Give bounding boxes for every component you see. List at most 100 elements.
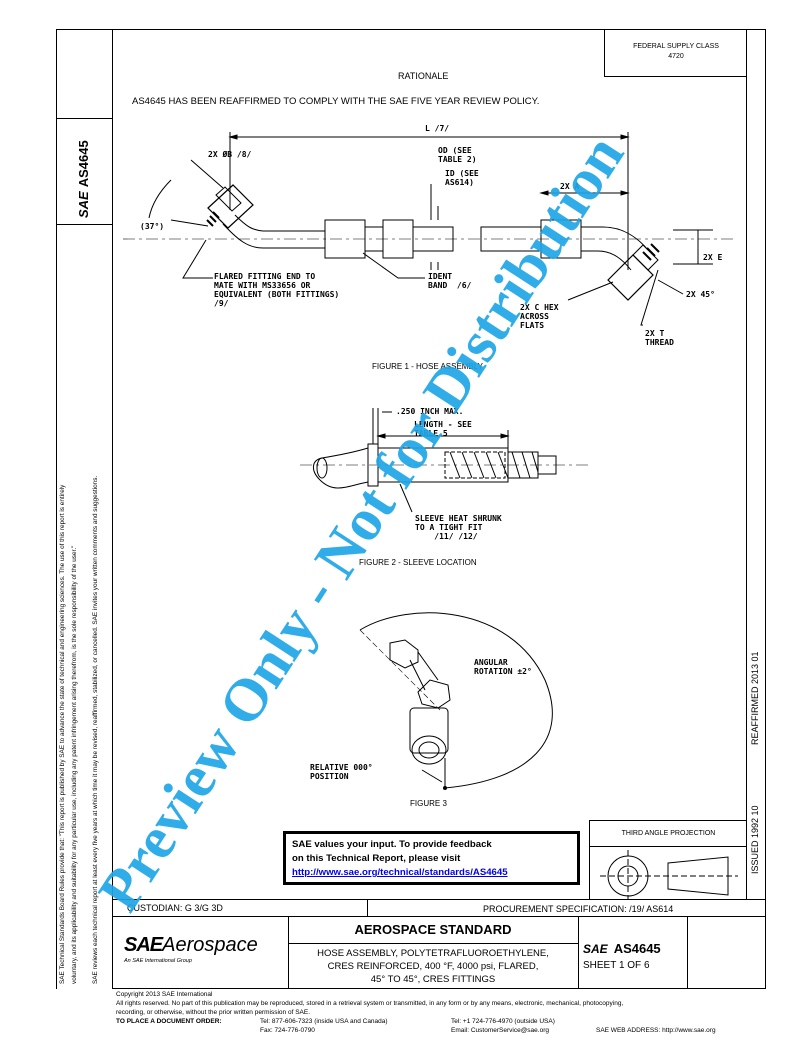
procurement-spec: PROCUREMENT SPECIFICATION: /19/ AS614 bbox=[483, 904, 674, 914]
fig1-left-fitting bbox=[206, 184, 325, 249]
fig3-fitting-body bbox=[409, 707, 449, 754]
footer-copyright: Copyright 2013 SAE International bbox=[116, 991, 213, 998]
feedback-box: SAE values your input. To provide feedba… bbox=[283, 831, 580, 885]
fig3-rotation-arc bbox=[359, 612, 553, 789]
fig3-label-rotation: ANGULAR ROTATION ±2° bbox=[474, 658, 532, 676]
frame-left-divider-1 bbox=[56, 118, 113, 119]
title-block-divider-v1 bbox=[367, 899, 368, 916]
footer-tel-outside: Tel: +1 724-776-4970 (outside USA) bbox=[451, 1018, 555, 1025]
fig1-hex-leader bbox=[567, 281, 614, 301]
title-block-divider-v3 bbox=[578, 916, 579, 989]
side-doc-id: SAE AS4645 bbox=[76, 140, 91, 218]
figure-1-caption: FIGURE 1 - HOSE ASSEMBLY bbox=[372, 362, 483, 371]
fig1-ident-leader bbox=[362, 252, 425, 279]
figure-2-sleeve-location-drawing bbox=[300, 408, 590, 513]
figure-2-caption: FIGURE 2 - SLEEVE LOCATION bbox=[359, 558, 477, 567]
description-line-1: HOSE ASSEMBLY, POLYTETRAFLUOROETHYLENE, bbox=[317, 948, 549, 959]
frame-left-outer bbox=[56, 29, 57, 989]
side-rules-line-3: SAE reviews each technical report at lea… bbox=[92, 475, 99, 984]
logo-sub: An SAE International Group bbox=[124, 958, 192, 964]
projection-divider bbox=[590, 846, 747, 847]
fig1-label-angle: (37°) bbox=[140, 222, 165, 231]
rationale-title: RATIONALE bbox=[398, 71, 449, 81]
standard-description: HOSE ASSEMBLY, POLYTETRAFLUOROETHYLENE, … bbox=[288, 947, 578, 986]
fig1-label-45: 2X 45° bbox=[686, 290, 715, 299]
footer-rights-1: All rights reserved. No part of this pub… bbox=[116, 1000, 624, 1007]
logo-sae: SAE bbox=[124, 934, 163, 956]
fig1-label-thread: 2X T THREAD bbox=[645, 329, 674, 347]
fig1-label-length: L /7/ bbox=[425, 124, 450, 133]
third-angle-projection-symbol bbox=[600, 850, 738, 900]
frame-left-inner bbox=[112, 29, 113, 989]
title-block-divider-h1 bbox=[112, 916, 766, 917]
footer-order-label: TO PLACE A DOCUMENT ORDER: bbox=[116, 1018, 222, 1025]
frame-right-inner bbox=[746, 29, 747, 899]
federal-supply-class-label: FEDERAL SUPPLY CLASS bbox=[633, 43, 719, 50]
fig1-flared-leader bbox=[182, 239, 213, 279]
fig1-right-fitting bbox=[607, 243, 660, 301]
frame-right-outer bbox=[765, 29, 766, 989]
fig1-label-ident: IDENT BAND /6/ bbox=[428, 272, 472, 290]
feedback-line-1: SAE values your input. To provide feedba… bbox=[292, 839, 492, 850]
title-block-divider-h2 bbox=[288, 943, 578, 944]
fig1-angle-arc bbox=[148, 179, 172, 219]
federal-supply-class-box: FEDERAL SUPPLY CLASS 4720 bbox=[604, 29, 747, 77]
logo-aerospace: Aerospace bbox=[162, 934, 258, 956]
fig2-label-sleeve: SLEEVE HEAT SHRUNK TO A TIGHT FIT /11/ /… bbox=[415, 514, 502, 541]
fig1-45-leader bbox=[657, 279, 684, 295]
fig2-hose bbox=[313, 447, 369, 481]
figure-1-hose-assembly-drawing bbox=[123, 132, 733, 326]
footer-fax: Fax: 724-776-0790 bbox=[260, 1027, 315, 1034]
fig1-label-hex: 2X C HEX ACROSS FLATS bbox=[520, 303, 559, 330]
fig1-diameter-leader bbox=[190, 159, 224, 189]
fig1-angle-leader bbox=[170, 219, 209, 227]
footer-tel-inside: Tel: 877-606-7323 (inside USA and Canada… bbox=[260, 1018, 388, 1025]
sheet-number: SHEET 1 OF 6 bbox=[583, 960, 650, 971]
figure-3-rotation-drawing bbox=[359, 612, 553, 790]
issued-date: ISSUED 1992 10 bbox=[750, 805, 760, 874]
third-angle-projection-box: THIRD ANGLE PROJECTION bbox=[589, 820, 747, 900]
projection-title: THIRD ANGLE PROJECTION bbox=[621, 830, 716, 837]
custodian: CUSTODIAN: G 3/G 3D bbox=[127, 903, 223, 913]
side-rules-line-1: SAE Technical Standards Board Rules prov… bbox=[59, 484, 66, 984]
fig2-sleeve-leader bbox=[399, 483, 413, 513]
doc-number-block: SAE AS4645 SHEET 1 OF 6 bbox=[583, 941, 661, 973]
fig1-arrow-left bbox=[228, 134, 238, 140]
standard-title: AEROSPACE STANDARD bbox=[354, 922, 512, 937]
feedback-line-2: on this Technical Report, please visit bbox=[292, 853, 461, 864]
rationale-text: AS4645 HAS BEEN REAFFIRMED TO COMPLY WIT… bbox=[132, 96, 540, 107]
feedback-link[interactable]: http://www.sae.org/technical/standards/A… bbox=[292, 867, 508, 878]
fig3-hex-nut-top bbox=[389, 639, 419, 669]
side-doc-number: AS4645 bbox=[76, 140, 91, 188]
fig2-label-length: LENGTH - SEE TABLE 5 bbox=[414, 420, 472, 438]
fig3-label-relative: RELATIVE 000° POSITION bbox=[310, 763, 373, 781]
doc-number: AS4645 bbox=[613, 941, 661, 956]
title-block-divider-v2 bbox=[288, 916, 289, 989]
frame-left-divider-2 bbox=[56, 224, 113, 225]
footer-web[interactable]: SAE WEB ADDRESS: http://www.sae.org bbox=[596, 1027, 716, 1034]
side-rules-line-2: voluntary, and its applicability and sui… bbox=[71, 545, 78, 984]
description-line-3: 45° TO 45°, CRES FITTINGS bbox=[370, 974, 496, 985]
fig1-label-e: 2X E bbox=[703, 253, 723, 262]
figure-3-caption: FIGURE 3 bbox=[410, 799, 447, 808]
reaffirmed-date: REAFFIRMED 2013 01 bbox=[750, 651, 760, 745]
fig1-label-od: OD (SEE TABLE 2) bbox=[438, 146, 477, 164]
footer-rights-2: recording, or otherwise, without the pri… bbox=[116, 1009, 311, 1016]
title-block bbox=[112, 899, 766, 989]
fig1-label-id: ID (SEE AS614) bbox=[445, 169, 479, 187]
federal-supply-class-value: 4720 bbox=[668, 53, 684, 60]
fig1-arrow-right bbox=[620, 134, 630, 140]
footer-email[interactable]: Email: CustomerService@sae.org bbox=[451, 1027, 549, 1034]
projection-cone bbox=[667, 856, 729, 896]
fig3-hex-nut-mid bbox=[417, 679, 451, 709]
frame-top bbox=[56, 29, 766, 30]
side-sae-logo: SAE bbox=[76, 191, 91, 218]
fig1-thread-leader bbox=[640, 269, 659, 326]
description-line-2: CRES REINFORCED, 400 °F, 4000 psi, FLARE… bbox=[327, 961, 539, 972]
fig1-label-flared: FLARED FITTING END TO MATE WITH MS33656 … bbox=[214, 272, 340, 308]
fig2-label-max: .250 INCH MAX. bbox=[396, 407, 464, 416]
sae-aerospace-logo: SAEAerospace An SAE International Group bbox=[124, 934, 258, 965]
fig1-label-diameter: 2X ØB /8/ bbox=[208, 150, 252, 159]
doc-sae-logo: SAE bbox=[583, 942, 608, 956]
title-block-divider-v4 bbox=[687, 916, 688, 989]
